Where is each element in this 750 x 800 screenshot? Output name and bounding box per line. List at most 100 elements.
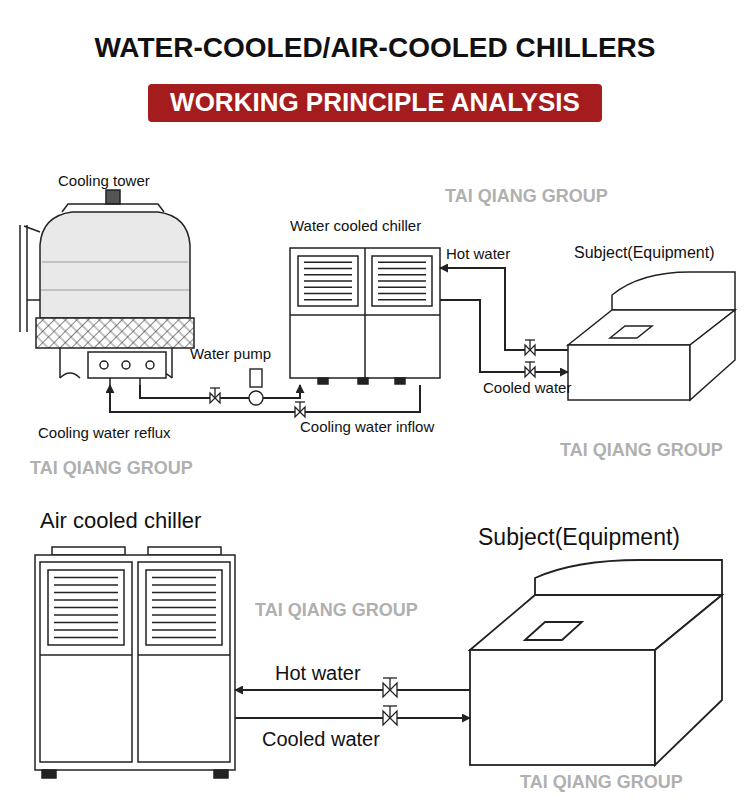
equipment-notch (610, 326, 652, 338)
louver-slat (54, 584, 118, 585)
louver-slat (304, 287, 352, 288)
title: WATER-COOLED/AIR-COOLED CHILLERS (0, 32, 750, 64)
fan-motor (106, 190, 120, 204)
equipment-notch (525, 622, 582, 640)
water-chiller-drawing (290, 248, 440, 384)
watermark: TAI QIANG GROUP (445, 186, 608, 207)
louver-slat (54, 614, 118, 615)
equipment-side (690, 310, 735, 400)
equipment-drawing (568, 272, 735, 400)
louver-slat (378, 287, 426, 288)
valve-stem (529, 362, 530, 372)
louver-panel (146, 570, 222, 645)
valve-handle (383, 677, 397, 678)
louver-slat (378, 262, 426, 263)
louver-slat (304, 268, 352, 269)
water-cooled-chiller: Water cooled chiller (290, 215, 440, 385)
equipment-drawing (470, 560, 722, 765)
pipe-label: Cooling water reflux (38, 424, 171, 441)
louver-slat (378, 299, 426, 300)
equipment: Subject(Equipment) (568, 240, 735, 400)
chiller-foot (42, 770, 56, 778)
cooling-tower: Cooling tower (15, 170, 190, 385)
valve-stem (389, 706, 390, 718)
louver-panel (48, 570, 124, 645)
pipe-connector (110, 385, 420, 412)
watermark: TAI QIANG GROUP (560, 440, 723, 461)
louver-panel (298, 256, 358, 306)
pump-body (249, 391, 263, 405)
pipe-connector (440, 268, 568, 350)
valve-stem (389, 678, 390, 690)
louver-slat (54, 637, 118, 638)
tower-body (40, 212, 190, 318)
louver-slat (152, 637, 216, 638)
valve-stem (214, 388, 215, 398)
valve (295, 402, 305, 417)
watermark: TAI QIANG GROUP (520, 772, 683, 793)
louver-panel (372, 256, 432, 306)
louver-slat (152, 629, 216, 630)
louver-slat (304, 299, 352, 300)
water-pump (249, 369, 263, 405)
tower-ring (41, 262, 189, 290)
fan-housing (52, 547, 125, 555)
chiller-cabinet (35, 555, 235, 770)
pipe-label: Hot water (446, 245, 510, 262)
tower-cap (62, 204, 164, 212)
basin-outlet (146, 361, 154, 369)
valve-stem (299, 402, 300, 412)
louver-slat (378, 268, 426, 269)
pipe-label: Cooled water (262, 728, 380, 751)
louver-slat (304, 274, 352, 275)
louver-slat (54, 607, 118, 608)
pipe-connector (235, 717, 470, 719)
valve (525, 362, 535, 377)
louver-slat (152, 614, 216, 615)
valve-handle (295, 401, 305, 402)
louvers (54, 262, 426, 637)
pipe-stub (139, 378, 141, 385)
valve (383, 706, 397, 725)
banner: WORKING PRINCIPLE ANALYSIS (148, 84, 602, 122)
pipe-connector (440, 300, 568, 372)
pipe-connector (235, 689, 470, 691)
equipment-front (470, 650, 655, 765)
tower-legs (60, 348, 172, 378)
louver-slat (54, 622, 118, 623)
node-label: Water cooled chiller (290, 217, 421, 234)
louver-slat (54, 577, 118, 578)
valve-handle (525, 339, 535, 340)
louver-slat (152, 584, 216, 585)
valve (525, 340, 535, 355)
ladder-rail (19, 225, 21, 332)
louver-slat (378, 293, 426, 294)
ladder-hook (24, 226, 40, 232)
watermark: TAI QIANG GROUP (30, 458, 193, 479)
louver-slat (152, 577, 216, 578)
pipe-label: Cooling water inflow (300, 418, 434, 435)
node-label: Cooling tower (58, 172, 150, 189)
valve (210, 388, 220, 403)
water-basin (88, 352, 166, 378)
part-label: Water pump (190, 345, 271, 362)
valve (383, 678, 397, 697)
louver-slat (54, 599, 118, 600)
louver-slat (304, 280, 352, 281)
louver-slat (378, 274, 426, 275)
ladder-hook (27, 299, 40, 301)
watermark: TAI QIANG GROUP (255, 600, 418, 621)
valve-stem (529, 340, 530, 350)
equipment: Subject(Equipment) (470, 522, 722, 765)
louver-slat (54, 592, 118, 593)
pipe-label: Hot water (275, 662, 361, 685)
chiller-foot (395, 378, 405, 384)
chiller-cabinet (290, 248, 440, 378)
louver-slat (152, 622, 216, 623)
valve-handle (210, 387, 220, 388)
valve-handle (383, 705, 397, 706)
chiller-foot (358, 378, 368, 384)
pipe-stub (109, 378, 111, 385)
node-label: WORKING PRINCIPLE ANALYSIS (170, 88, 580, 118)
